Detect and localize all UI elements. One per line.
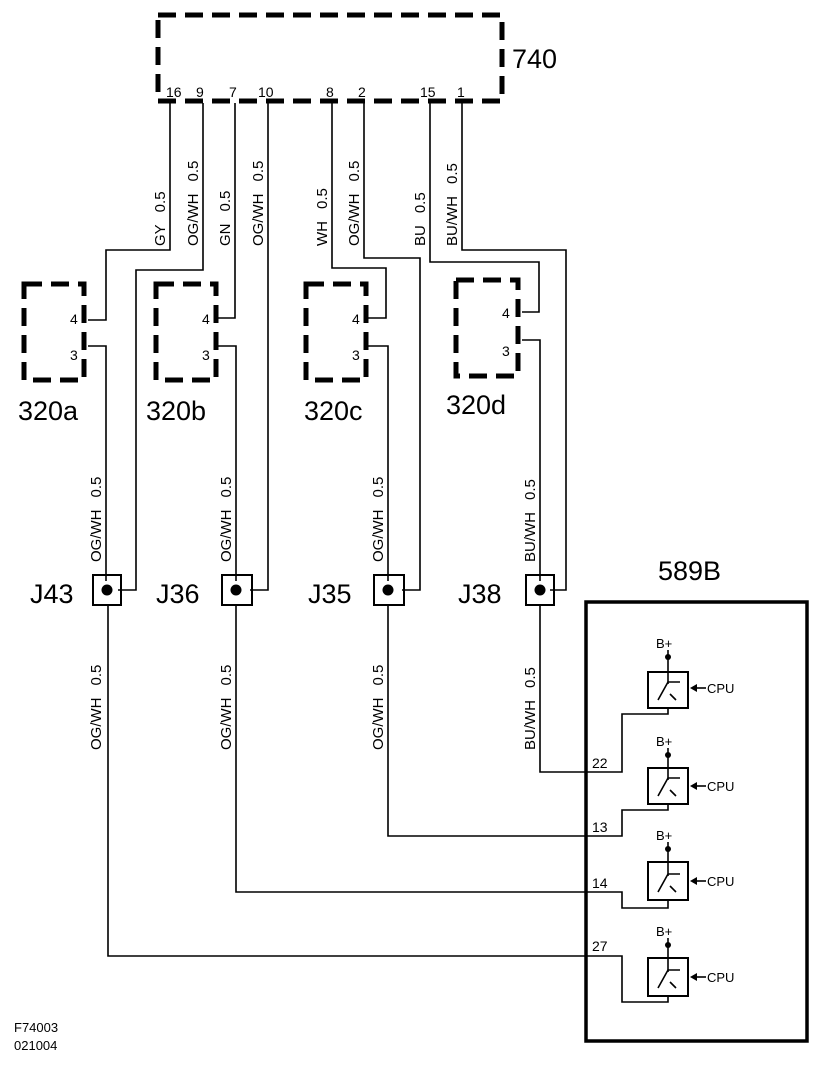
sensor-320c: 4 3 320c [303, 281, 369, 426]
sensor-320b-label: 320b [146, 396, 206, 426]
upper-wire-label-4: OG/WH0.5 [250, 161, 267, 246]
sensor-320d-label: 320d [446, 390, 506, 420]
splice-above-label-3: OG/WH0.5 [370, 477, 387, 562]
svg-text:3: 3 [352, 347, 360, 363]
splice-j36-label: J36 [156, 579, 200, 609]
ecu-740-label: 740 [512, 44, 557, 74]
upper-wire-label-1: GY0.5 [152, 191, 169, 246]
ecu-740-box [155, 12, 505, 104]
ecu-pin-9: 9 [196, 84, 204, 100]
wire-gn [218, 103, 236, 319]
upper-wire-label-8: BU/WH0.5 [444, 163, 461, 246]
ecu-pin-16: 16 [166, 84, 182, 100]
wire-gy [88, 103, 171, 321]
svg-text:B+: B+ [656, 636, 672, 651]
module-pin-22: 22 [592, 755, 608, 771]
wire-wh [331, 103, 387, 319]
upper-wire-label-6: OG/WH0.5 [346, 161, 363, 246]
splice-below-label-1: OG/WH0.5 [88, 665, 105, 750]
module-pin-27: 27 [592, 938, 608, 954]
wire-320a-pin3 [88, 345, 107, 581]
module-driver-2: B+ CPU [586, 734, 734, 837]
wire-buwh-1 [461, 103, 567, 591]
svg-text:B+: B+ [656, 828, 672, 843]
wire-j35-to-13 [387, 605, 586, 837]
splice-j38-label: J38 [458, 579, 502, 609]
date-code: 021004 [14, 1038, 57, 1053]
splice-j36: J36 [156, 574, 253, 609]
ecu-pin-10: 10 [258, 84, 274, 100]
sensor-320b: 4 3 320b [146, 281, 219, 426]
svg-text:4: 4 [70, 311, 78, 327]
wire-ogwh-10 [250, 103, 269, 591]
ecu-pin-7: 7 [229, 84, 237, 100]
splice-j35-label: J35 [308, 579, 352, 609]
svg-text:3: 3 [70, 347, 78, 363]
svg-text:CPU: CPU [707, 970, 734, 985]
sensor-320d: 4 3 320d [446, 277, 521, 420]
splice-j43-label: J43 [30, 579, 74, 609]
module-driver-3: B+ CPU [586, 828, 734, 909]
svg-text:B+: B+ [656, 924, 672, 939]
splice-above-label-2: OG/WH0.5 [218, 477, 235, 562]
module-589b-box [584, 600, 809, 1043]
wire-320b-pin3 [218, 345, 237, 581]
svg-text:4: 4 [202, 311, 210, 327]
svg-text:3: 3 [202, 347, 210, 363]
svg-text:4: 4 [352, 311, 360, 327]
ecu-pin-8: 8 [326, 84, 334, 100]
sensor-320a-label: 320a [18, 396, 79, 426]
svg-text:B+: B+ [656, 734, 672, 749]
ecu-pin-1: 1 [457, 84, 465, 100]
svg-text:3: 3 [502, 343, 510, 359]
wire-j38-to-22 [539, 605, 586, 773]
wire-ogwh-2 [363, 103, 421, 591]
splice-j35: J35 [308, 574, 405, 609]
splice-j43: J43 [30, 574, 122, 609]
upper-wire-label-2: OG/WH0.5 [185, 161, 202, 246]
splice-below-label-3: OG/WH0.5 [370, 665, 387, 750]
svg-text:CPU: CPU [707, 874, 734, 889]
svg-text:4: 4 [502, 305, 510, 321]
ecu-pin-15: 15 [420, 84, 436, 100]
upper-wire-label-5: WH0.5 [314, 188, 331, 246]
splice-below-label-2: OG/WH0.5 [218, 665, 235, 750]
splice-above-label-1: OG/WH0.5 [88, 477, 105, 562]
wire-bu [429, 103, 540, 313]
splice-below-label-4: BU/WH0.5 [522, 667, 539, 750]
splice-above-label-4: BU/WH0.5 [522, 479, 539, 562]
svg-text:CPU: CPU [707, 681, 734, 696]
module-driver-1: B+ CPU [586, 636, 734, 773]
wire-j43-to-27 [107, 605, 586, 957]
svg-text:CPU: CPU [707, 779, 734, 794]
figure-id: F74003 [14, 1020, 58, 1035]
wire-320d-pin3 [522, 339, 541, 581]
upper-wire-label-3: GN0.5 [217, 191, 234, 246]
ecu-pin-2: 2 [358, 84, 366, 100]
wire-320c-pin3 [368, 345, 389, 581]
upper-wire-label-7: BU0.5 [412, 192, 429, 246]
sensor-320c-label: 320c [304, 396, 363, 426]
module-pin-14: 14 [592, 875, 608, 891]
module-589b-label: 589B [658, 556, 721, 586]
module-driver-4: B+ CPU [586, 924, 734, 1003]
wire-ogwh-9 [118, 103, 204, 591]
wire-j36-to-14 [235, 605, 586, 893]
sensor-320a: 4 3 320a [18, 281, 87, 426]
module-pin-13: 13 [592, 819, 608, 835]
